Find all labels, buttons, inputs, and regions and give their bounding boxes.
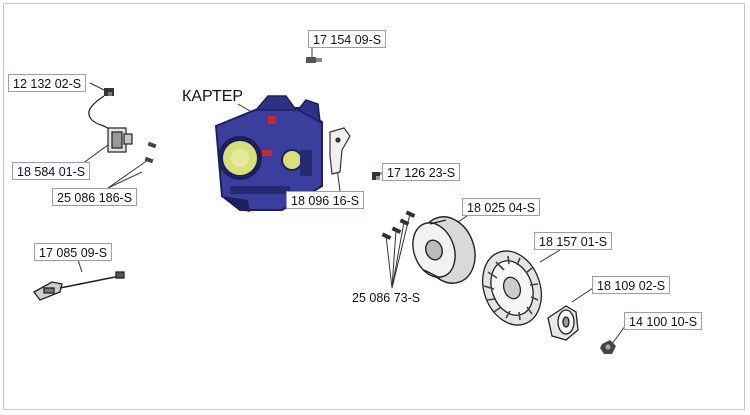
- bracket-18096-icon: [329, 127, 351, 175]
- part-label-18025[interactable]: 18 025 04-S: [462, 198, 541, 216]
- crankcase-icon: [214, 95, 323, 212]
- plug-12132-icon: [104, 88, 114, 96]
- crankcase-title: КАРТЕР: [182, 88, 244, 105]
- part-label-17154[interactable]: 17 154 09-S: [308, 30, 387, 48]
- part-label-17085[interactable]: 17 085 09-S: [34, 243, 113, 261]
- pulley-icon: [547, 305, 579, 341]
- part-label-25086-186[interactable]: 25 086 186-S: [52, 188, 138, 206]
- part-label-18096[interactable]: 18 096 16-S: [286, 191, 365, 209]
- starter-drum-icon: [412, 216, 476, 284]
- flywheel-icon: [482, 250, 542, 326]
- part-label-12132[interactable]: 12 132 02-S: [8, 74, 87, 92]
- diagram-frame: [3, 3, 745, 410]
- screws-25086-73-icon: [381, 210, 416, 240]
- part-label-18157[interactable]: 18 157 01-S: [534, 232, 613, 250]
- part-label-18584[interactable]: 18 584 01-S: [12, 162, 91, 180]
- part-label-17126[interactable]: 17 126 23-S: [382, 163, 461, 181]
- part-label-25086-73[interactable]: 25 086 73-S: [352, 291, 421, 305]
- ignition-coil-icon: [88, 95, 133, 153]
- stop-switch-icon: [33, 271, 125, 301]
- clip-17126-icon: [372, 172, 380, 180]
- bolt-17154-icon: [306, 57, 322, 63]
- part-label-18109[interactable]: 18 109 02-S: [592, 276, 671, 294]
- part-label-14100[interactable]: 14 100 10-S: [624, 312, 703, 330]
- nut-icon: [600, 340, 616, 354]
- screws-25086-186-icon: [144, 141, 157, 164]
